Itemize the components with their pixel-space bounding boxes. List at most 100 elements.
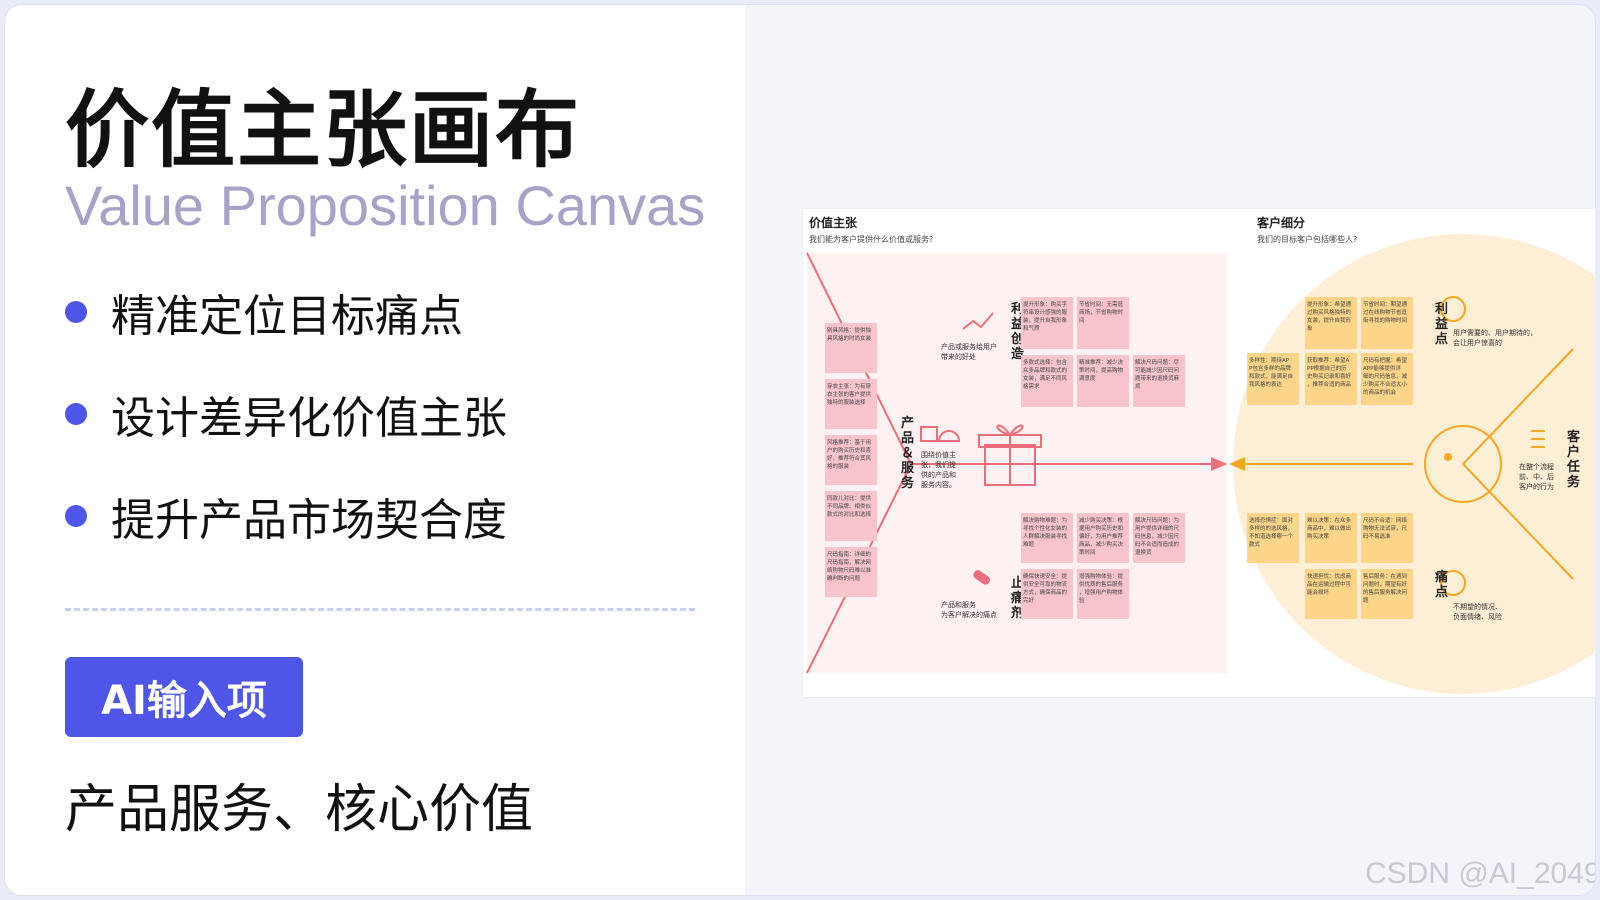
sticky-note-bg [1021, 355, 1073, 407]
ai-input-badge: AI输入项 [65, 657, 303, 737]
list-item: 设计差异化价值主张 [65, 389, 507, 444]
products-services-desc: 供的产品和 [921, 470, 956, 479]
vp-subtitle: 我们能为客户提供什么价值或服务? [809, 234, 933, 244]
sticky-note-text: 据用户购买历史和 [1079, 524, 1123, 532]
sticky-note-bg [1133, 513, 1185, 563]
sticky-note-text: 间 [1079, 316, 1085, 324]
sticky-note-text: 装，提升自我形象 [1023, 316, 1068, 324]
divider-line [1462, 348, 1574, 465]
sticky-note-text: 退换货 [1135, 548, 1152, 556]
sticky-note-text: P包含多样的品牌 [1249, 364, 1291, 372]
sticky-note-text: 络购物尺码难以准 [827, 566, 872, 574]
list-item: 精准定位目标痛点 [65, 287, 507, 342]
products-services-label: 服 [901, 461, 915, 476]
sticky-note-text: 格需求 [1023, 382, 1040, 390]
customer-jobs-label: 户 [1567, 444, 1580, 460]
sticky-note-text: 商品中，难以做出 [1307, 524, 1351, 532]
pains-desc: 负面情绪、风险 [1453, 612, 1502, 621]
sticky-note-bg [825, 323, 877, 373]
barcode-icon [920, 426, 938, 442]
sticky-note-text: 供优质的售后服务 [1079, 580, 1124, 588]
sticky-note-text: 码信息，减少因尺 [1135, 532, 1180, 540]
sticky-note-text: 码不合适而造成的 [1135, 540, 1180, 548]
sticky-note-text: 解决尺码问题：为 [1135, 516, 1179, 524]
customer-jobs-label: 务 [1567, 474, 1581, 490]
arrow-left-icon [1229, 457, 1245, 471]
sticky-note-text: 品在运输过程中可 [1307, 580, 1352, 588]
sticky-note-text: 解决购物难题：为 [1023, 516, 1067, 524]
sticky-note-text: 史购买记录和喜好 [1307, 372, 1352, 380]
sticky-note-text: 同款儿对比：提供 [827, 494, 872, 502]
sticky-note-text: 难以决策：在众多 [1307, 516, 1352, 524]
sticky-note-text: 增强购物体验：提 [1079, 572, 1124, 580]
sticky-note-bg [1077, 569, 1129, 619]
sticky-note-text: 女装，满足不同风 [1023, 374, 1068, 382]
sticky-note-text: 问题时，期望有好 [1363, 580, 1408, 588]
sticky-note-text: 用户提供详细的尺 [1135, 524, 1180, 532]
sticky-note-text: 解决尺码问题：尽 [1135, 358, 1180, 366]
value-proposition-canvas-image: 价值主张 我们能为客户提供什么价值或服务? 客户细分 我们的目标客户包括哪些人?… [802, 208, 1596, 698]
sticky-note-bg [825, 491, 877, 541]
gain-creators-label: 创 [1010, 331, 1024, 347]
sticky-note-text: 供安全可靠的物流 [1023, 580, 1068, 588]
sticky-note-text: 验 [1079, 596, 1085, 604]
pains-label: 痛 [1434, 569, 1448, 585]
sticky-note-text: 尺码指南：详细的 [827, 550, 872, 558]
page-title: 价值主张画布 [65, 80, 582, 179]
page-subtitle: Value Proposition Canvas [65, 174, 706, 237]
products-services-label: 务 [901, 475, 915, 491]
sticky-note-text: 提升形象：希望通 [1307, 300, 1352, 308]
sticky-note-text: ，推荐合适的商品 [1307, 380, 1352, 388]
gain-creators-label: 益 [1011, 316, 1024, 332]
sticky-note-bg [1077, 513, 1129, 563]
customer-jobs-desc: 客户的行为 [1519, 482, 1554, 491]
sticky-note-text: 女装，提升自我形 [1307, 316, 1352, 324]
pain-relievers-label: 剂 [1010, 605, 1024, 621]
checklist-icon [1531, 430, 1545, 448]
sticky-note-bg [1077, 355, 1129, 407]
bullet-list: 精准定位目标痛点 设计差异化价值主张 提升产品市场契合度 [65, 287, 507, 593]
pain-relievers-desc: 为客户解决的痛点 [941, 610, 997, 619]
bullet-text: 设计差异化价值主张 [111, 393, 507, 444]
sticky-note-text: 商品，减少购买决 [1079, 540, 1124, 548]
sticky-note-text: 尺码指南，解决网 [827, 558, 872, 566]
bullet-dot-icon [65, 403, 87, 425]
products-services-desc: 张，我们提 [921, 460, 956, 469]
customer-jobs-label: 客 [1567, 429, 1581, 445]
list-item: 提升产品市场契合度 [65, 491, 507, 546]
sticky-note-bg [1361, 569, 1413, 619]
sticky-note-bg [1247, 353, 1299, 405]
sticky-note-text: 过购买风格独特的 [1307, 308, 1352, 316]
sticky-note-text: 好，推荐符合其风 [827, 454, 872, 462]
service-bell-icon [937, 430, 961, 442]
sticky-note-text: 户的购买历史和喜 [827, 446, 872, 454]
sticky-note-bg [825, 435, 877, 485]
sticky-note-text: 多样的的选风格， [1249, 524, 1293, 532]
sticky-note-bg [1361, 513, 1413, 563]
sticky-note-bg [1305, 513, 1357, 563]
sticky-note-text: 象 [1307, 324, 1313, 332]
bullet-dot-icon [65, 505, 87, 527]
sticky-note-text: 满意度 [1079, 374, 1096, 382]
sticky-note-text: APP能够提供详 [1363, 364, 1401, 372]
sticky-note-bg [1077, 297, 1129, 349]
sticky-note-bg [1361, 297, 1413, 349]
products-services-desc: 围绕价值主 [921, 450, 956, 459]
vp-title: 价值主张 [809, 215, 858, 230]
sticky-note-text: 题 [1363, 597, 1369, 604]
gain-creators-desc: 带来的好处 [941, 352, 976, 361]
sticky-note-bg [825, 547, 877, 597]
